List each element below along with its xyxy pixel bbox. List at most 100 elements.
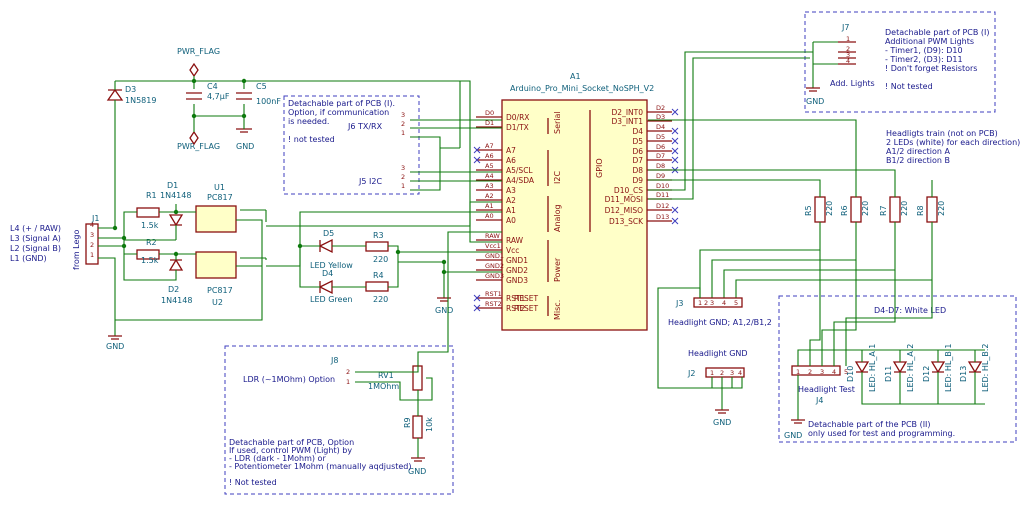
j7-note: Detachable part of PCB (I)Additional PWM… (885, 28, 990, 91)
r2-value: 1.5k (141, 256, 159, 265)
u1-body (195, 205, 237, 233)
arduino-right-pin-label: D12 (656, 202, 669, 210)
ldr-note-line: Detachable part of PCB, Option (229, 438, 354, 447)
d3-ref: D3 (125, 85, 136, 94)
gnd-symbol-test (791, 419, 805, 424)
arduino-right-pin-label: D4 (656, 123, 665, 131)
white-led-symbol (892, 361, 908, 374)
arduino-ref: A1 (570, 72, 581, 81)
arduino-left-pin-label: RAW (485, 232, 500, 240)
no-connect-mark (671, 156, 679, 164)
junction (241, 113, 247, 119)
arduino-left-pin-name: A3 (506, 186, 516, 195)
junction (121, 243, 127, 249)
ldr-wires (355, 231, 502, 458)
test-gnd-label: GND (784, 431, 802, 440)
arduino-right-pin-name: D7 (632, 156, 643, 165)
junction (112, 225, 118, 231)
r4-body (365, 281, 389, 292)
no-connect-mark (671, 127, 679, 135)
d3-symbol (106, 88, 124, 101)
u2-ref: U2 (212, 298, 223, 307)
serial-section: Detachable part of PCB (I).Option, if co… (283, 81, 502, 195)
arduino-left-pin-name: A5/SCL (506, 166, 533, 175)
ldr-note-line: ! Not tested (229, 478, 277, 487)
arduino-right-pin-label: D13 (656, 213, 669, 221)
arduino-right-pin-name: D8 (632, 166, 643, 175)
input-wires (98, 201, 502, 336)
j7-gnd-label: GND (806, 97, 824, 106)
r4-value: 220 (373, 295, 388, 304)
junction (441, 269, 447, 275)
gnd-symbol-input (108, 335, 122, 340)
j4-pin-number: 5 (844, 368, 848, 376)
arduino-reset-label: RESET (514, 294, 538, 303)
junction (191, 78, 197, 84)
test-dashed-box (778, 295, 1017, 443)
arduino-right-pin-name: D5 (632, 137, 643, 146)
ldr-note-line: If used, control PWM (Light) by (229, 446, 352, 455)
j4-pin-number: 2 (808, 368, 812, 376)
headlight-resistor-body (850, 196, 862, 223)
j3-pin-number: 1 (698, 299, 702, 307)
no-connect-mark (473, 304, 481, 312)
j1-pin-label: L2 (Signal B) (10, 244, 61, 253)
from-lego-label: from Lego (72, 230, 81, 270)
rv1-value: 1MOhm (368, 382, 399, 391)
j8-pin: 2 (346, 368, 350, 376)
j3-pin-number: 4 (722, 299, 726, 307)
power-gnd-label: GND (236, 142, 254, 151)
j7-note-line: - Timer2, (D3): D11 (885, 55, 963, 64)
leds-gnd-label: GND (435, 306, 453, 315)
arduino-right-pin-label: D10 (656, 182, 669, 190)
no-connect-mark (473, 294, 481, 302)
serial-wires (410, 81, 502, 191)
rv1-ref: RV1 (378, 371, 394, 380)
arduino-left-pin-name: RST2 (506, 304, 526, 313)
arduino-left-pin-name: GND1 (506, 256, 528, 265)
arduino-left-pin-label: RST1 (485, 290, 502, 298)
junction (173, 209, 179, 215)
j8-ref: J8 (330, 356, 338, 365)
u1-ref: U1 (214, 183, 225, 192)
arduino-right-pin-label: D3 (656, 113, 665, 121)
junction (241, 78, 247, 84)
arduino-left-pin-label: A4 (485, 172, 494, 180)
arduino-left-pin-name: RAW (506, 236, 524, 245)
j1-pin-number: 4 (90, 221, 94, 229)
serial-note-line: Detachable part of PCB (I). (288, 99, 395, 108)
j7-pin-number: 2 (846, 45, 850, 53)
arduino-left-pin-label: A2 (485, 192, 494, 200)
j7-pin-number: 1 (846, 35, 850, 43)
d1-ref: D1 (167, 181, 178, 190)
ldr-dashed-box (224, 345, 454, 495)
headlight-section: Headligts train (not on PCB)2 LEDs (whit… (648, 119, 1020, 427)
j2-ref: J2 (687, 369, 695, 378)
arduino-left-pin-name: D1/TX (506, 123, 529, 132)
arduino-left-pin-label: GND3 (485, 272, 504, 280)
r1-ref: R1 (146, 191, 157, 200)
arduino-left-pin-name: A7 (506, 146, 516, 155)
j5-pin: 2 (401, 173, 405, 181)
pwr-flag-top: PWR_FLAG (177, 47, 220, 56)
j3-body (693, 297, 743, 308)
white-led-symbol (967, 361, 983, 374)
j7-note-line: - Timer1, (D9): D10 (885, 46, 963, 55)
group-i2c: I2C (553, 171, 562, 184)
j1-ref: J1 (91, 214, 99, 223)
j2-body (705, 367, 745, 378)
arduino-group-brackets (547, 110, 591, 316)
arduino-left-pin-name: A2 (506, 196, 516, 205)
r1-body (136, 207, 160, 218)
j4-label: Headlight Test (798, 385, 855, 394)
j6-pin: 3 (401, 111, 405, 119)
group-power: Power (553, 257, 562, 282)
group-gpio: GPIO (595, 158, 604, 178)
ldr-note-line: - Potentiometer 1Mohm (manually aqdjuste… (229, 462, 412, 471)
junction (173, 251, 179, 257)
j7-dashed-box (804, 11, 996, 113)
white-led-ref: D10 (846, 366, 855, 382)
u1-value: PC817 (207, 193, 233, 202)
group-serial: Serial (553, 111, 562, 134)
arduino-module: A1 Arduino_Pro_Mini_Socket_NoSPH_V2 D0/R… (473, 72, 679, 331)
